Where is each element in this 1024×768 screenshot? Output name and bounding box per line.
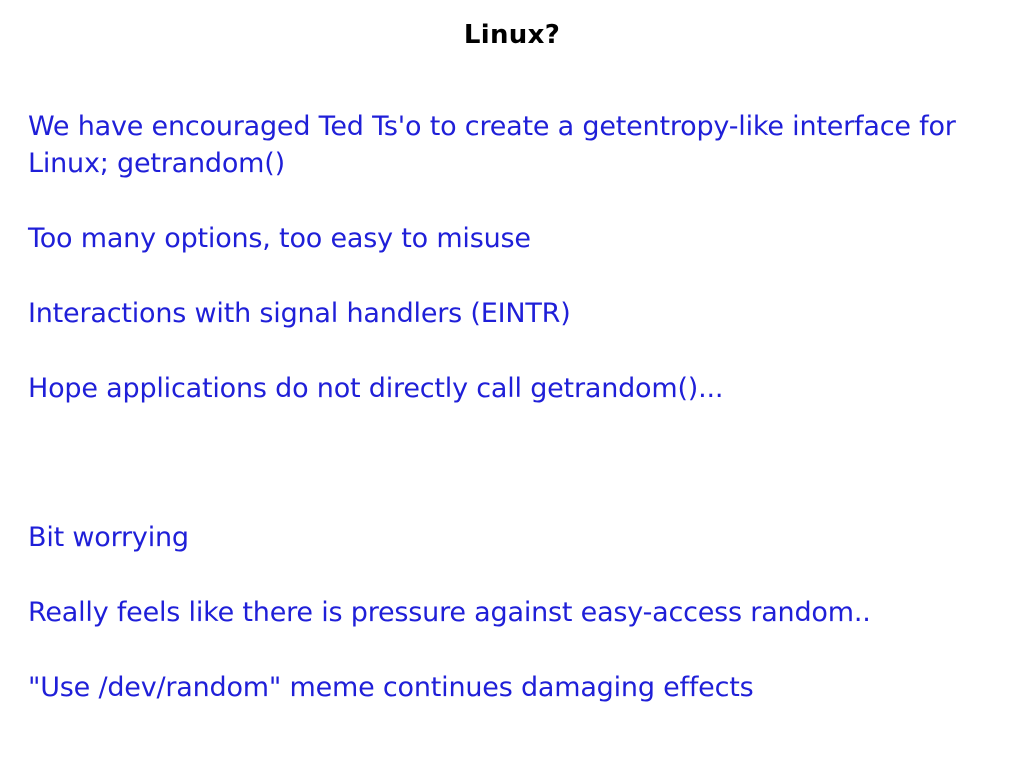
bullet-line-2: Too many options, too easy to misuse bbox=[28, 223, 531, 254]
page-title: Linux? bbox=[463, 20, 561, 50]
bullet-line-6: Really feels like there is pressure agai… bbox=[28, 597, 871, 628]
slide-body: We have encouraged Ted Ts'o to create a … bbox=[28, 108, 996, 706]
bullet-line-3: Interactions with signal handlers (EINTR… bbox=[28, 298, 571, 329]
bullet-line-7: "Use /dev/random" meme continues damagin… bbox=[28, 672, 754, 703]
bullet-line-1: We have encouraged Ted Ts'o to create a … bbox=[28, 111, 965, 179]
bullet-line-4: Hope applications do not directly call g… bbox=[28, 373, 724, 404]
bullet-line-5: Bit worrying bbox=[28, 522, 189, 553]
